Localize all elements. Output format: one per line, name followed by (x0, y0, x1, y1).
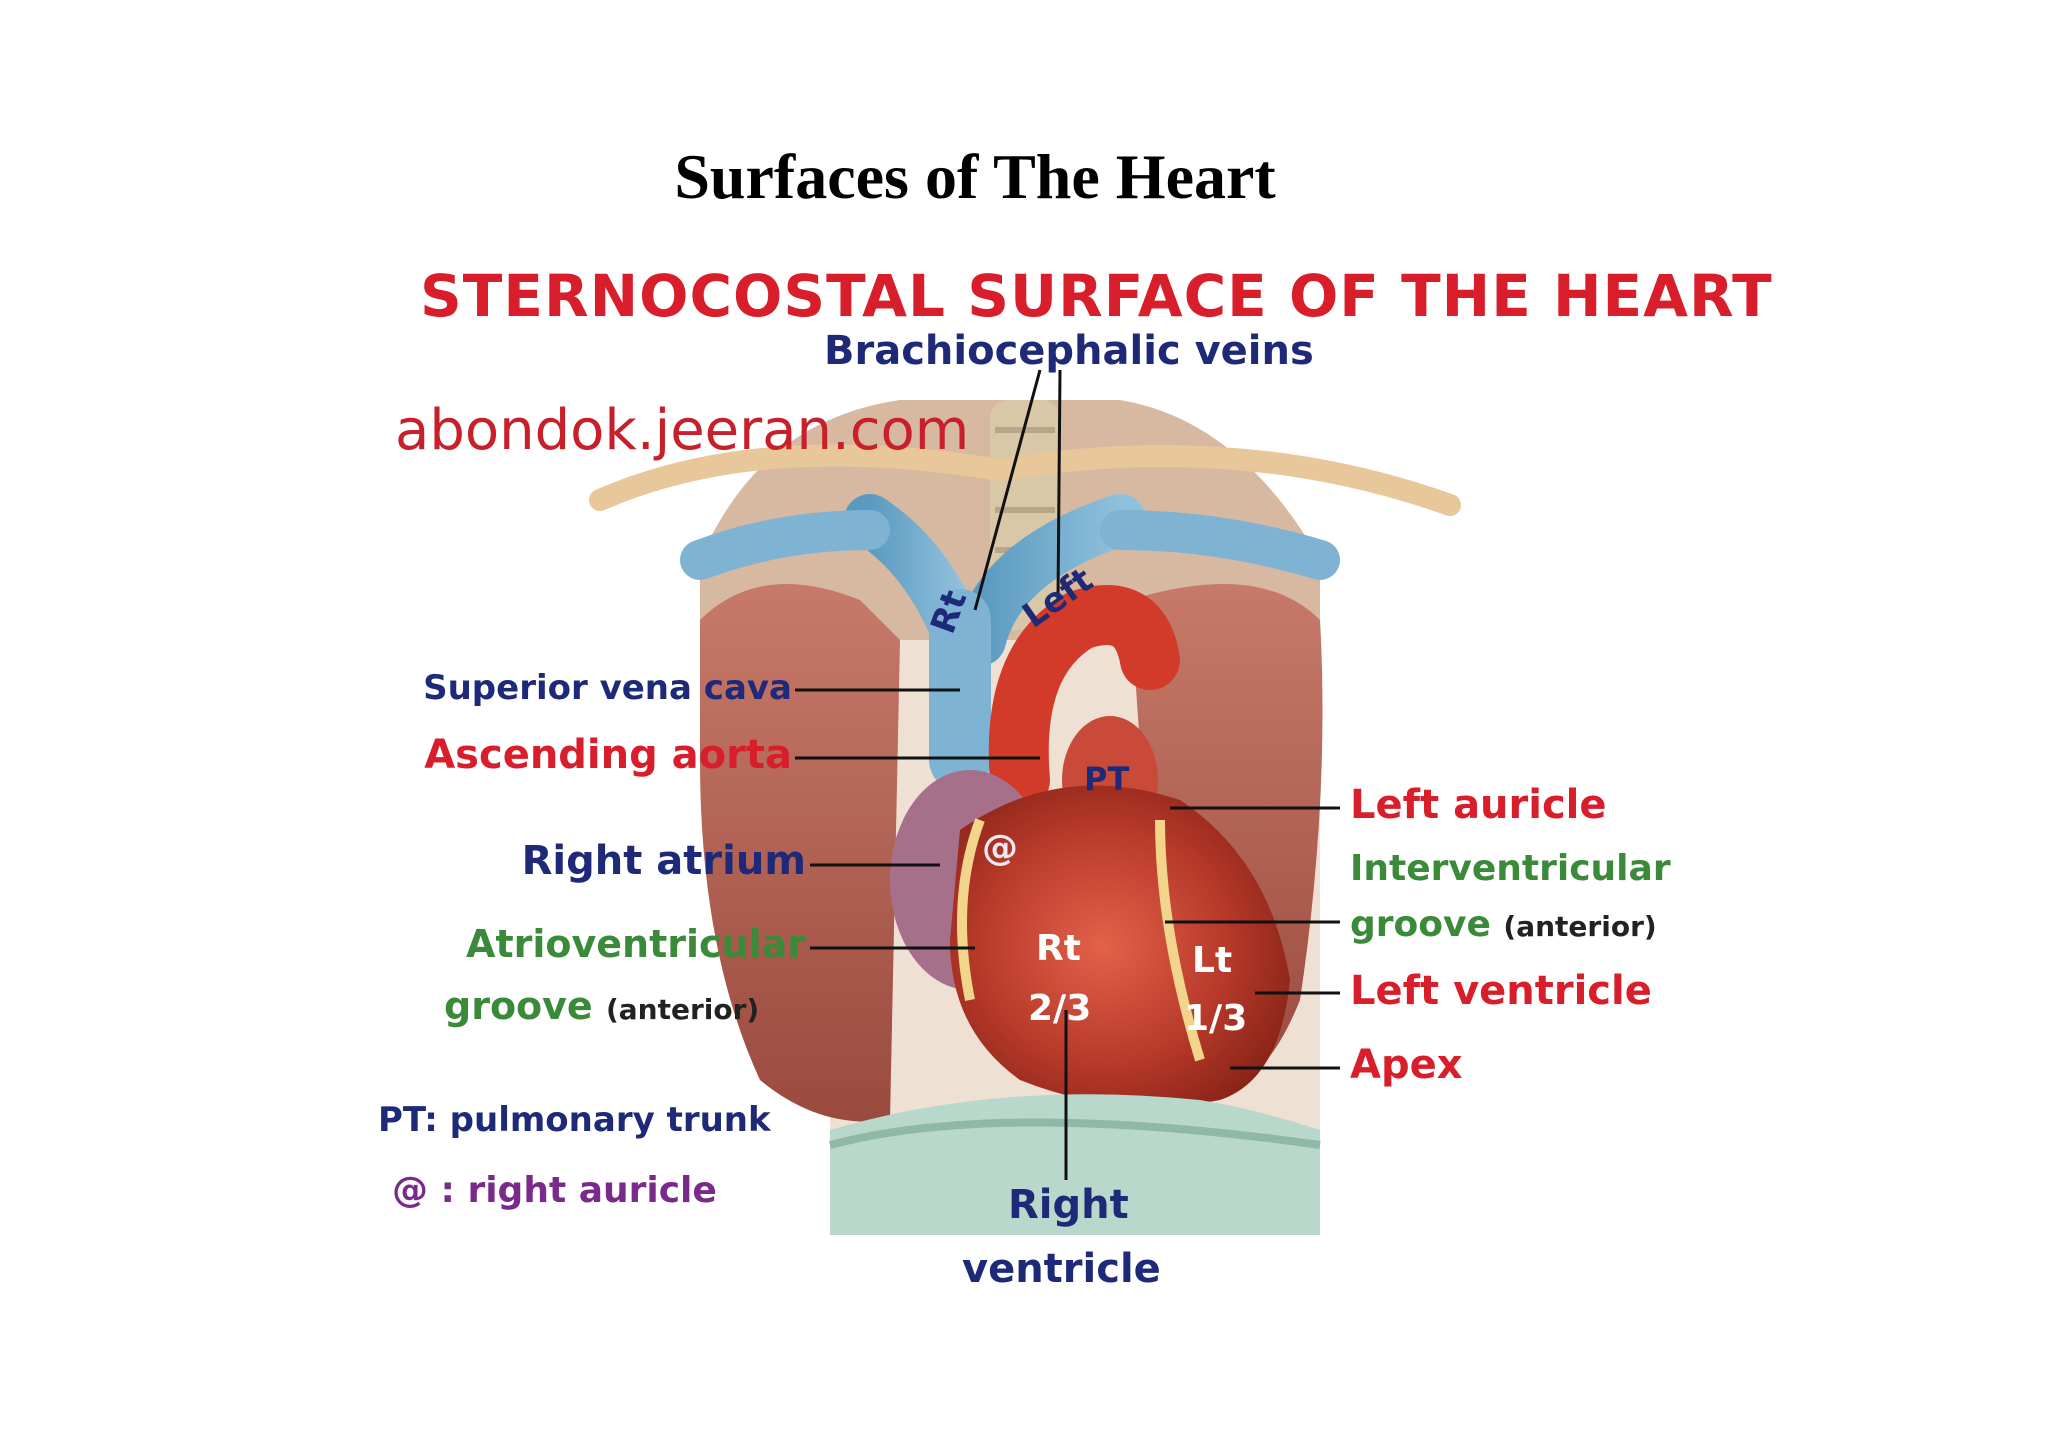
subclavian-veins (680, 510, 1340, 580)
figure-title: STERNOCOSTAL SURFACE OF THE HEART (420, 262, 1773, 330)
label-iv-groove-line1: Interventricular (1350, 848, 1671, 889)
label-iv-groove-word: groove (1350, 904, 1491, 945)
watermark: abondok.jeeran.com (395, 398, 970, 463)
label-rt-ventricle: Rt (1036, 928, 1081, 969)
label-pt: PT (1084, 760, 1130, 798)
right-lung (700, 584, 900, 1122)
heart-body (950, 785, 1290, 1107)
label-brachiocephalic-veins: Brachiocephalic veins (824, 328, 1314, 374)
label-iv-groove-line2: groove (anterior) (1350, 904, 1657, 945)
label-lt-fraction: 1/3 (1184, 998, 1248, 1039)
label-left-auricle: Left auricle (1350, 782, 1607, 828)
label-right-ventricle-line1: Right (1008, 1182, 1129, 1228)
label-av-groove-line1: Atrioventricular (466, 922, 806, 966)
label-lt-ventricle: Lt (1192, 940, 1233, 981)
page-title: Surfaces of The Heart (674, 141, 1276, 212)
legend-right-auricle: @ : right auricle (392, 1170, 717, 1211)
label-rt-fraction: 2/3 (1028, 988, 1092, 1029)
label-ascending-aorta: Ascending aorta (424, 732, 792, 778)
interventricular-groove (1155, 819, 1205, 1062)
clavicle (589, 444, 1461, 516)
label-right-atrium: Right atrium (521, 838, 806, 884)
label-apex: Apex (1350, 1042, 1463, 1088)
label-av-groove-word: groove (444, 984, 593, 1028)
label-at-symbol: @ (982, 828, 1018, 869)
aorta-vessel (988, 585, 1180, 810)
label-iv-groove-note: (anterior) (1503, 910, 1657, 943)
label-superior-vena-cava: Superior vena cava (423, 668, 792, 708)
label-av-groove-note: (anterior) (605, 993, 760, 1026)
legend-pt: PT: pulmonary trunk (378, 1100, 771, 1140)
label-right-ventricle-line2: ventricle (962, 1246, 1161, 1292)
label-left-ventricle: Left ventricle (1350, 968, 1652, 1014)
atrioventricular-groove (957, 818, 985, 1001)
label-av-groove-line2: groove (anterior) (444, 984, 759, 1028)
